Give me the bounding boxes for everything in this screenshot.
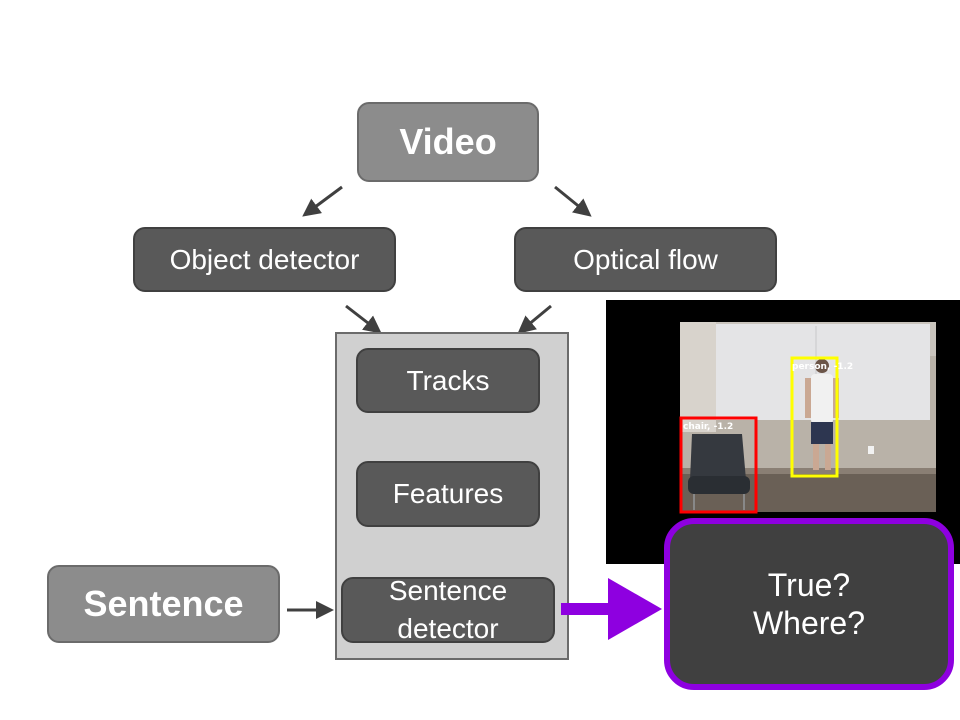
result-question-true: True? xyxy=(767,567,851,603)
arrow-optical-flow-to-tracks xyxy=(517,304,552,334)
sentence-node: Sentence xyxy=(47,565,280,643)
sentence-detector-label: Sentence detector xyxy=(388,575,508,644)
detection-frame-image: person, -1.2 chair, -1.2 xyxy=(606,300,960,564)
optical-flow-node: Optical flow xyxy=(514,227,777,292)
person-detection-label: person, -1.2 xyxy=(792,362,854,372)
arrow-video-to-optical-flow xyxy=(554,185,592,217)
sentence-label: Sentence xyxy=(83,583,244,624)
features-label: Features xyxy=(392,478,504,509)
result-question-where: Where? xyxy=(752,605,866,641)
detection-scene xyxy=(606,300,960,564)
chair-detection-box xyxy=(679,416,758,514)
optical-flow-label: Optical flow xyxy=(573,243,718,275)
sentence-detector-node: Sentence detector xyxy=(341,575,555,644)
chair-detection-label: chair, -1.2 xyxy=(683,422,734,432)
result-box: True? Where? xyxy=(664,518,954,690)
features-node: Features xyxy=(356,461,540,527)
object-detector-node: Object detector xyxy=(133,227,396,292)
video-node: Video xyxy=(357,102,539,182)
arrow-video-to-object-detector xyxy=(302,185,343,217)
person-detection-box xyxy=(790,356,839,478)
tracks-node: Tracks xyxy=(356,348,540,413)
tracks-label: Tracks xyxy=(406,364,490,396)
arrow-object-detector-to-tracks xyxy=(345,304,382,334)
video-label: Video xyxy=(399,121,497,162)
object-detector-label: Object detector xyxy=(169,243,360,275)
